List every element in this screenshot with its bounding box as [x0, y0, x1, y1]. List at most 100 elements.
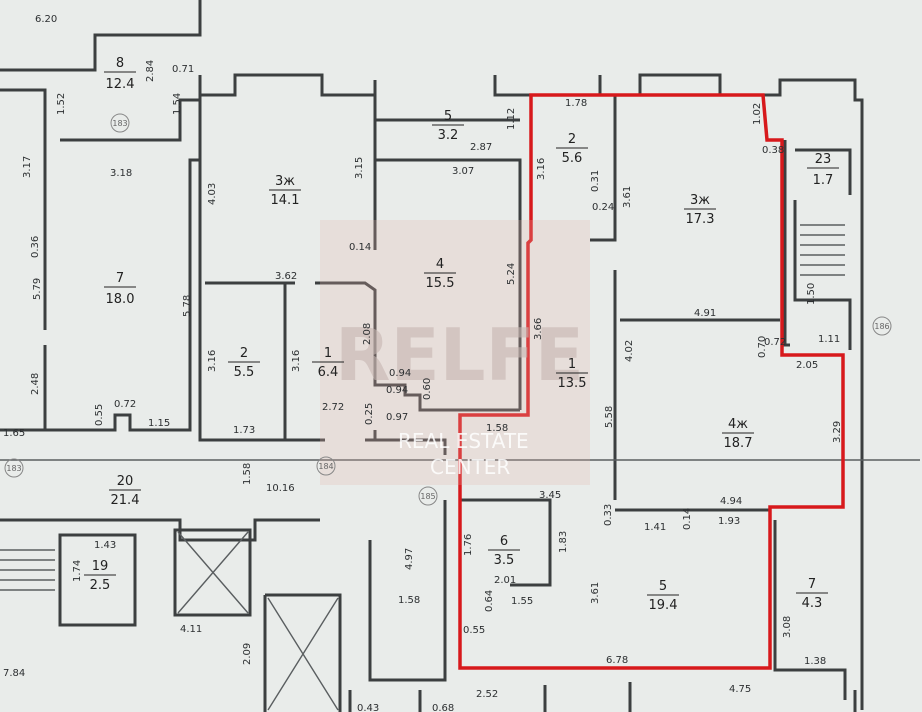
room-label: 25.6	[556, 132, 588, 166]
svg-text:1.58: 1.58	[486, 423, 508, 434]
watermark-logo: RELFE	[335, 313, 584, 397]
watermark-line1: REAL ESTATE	[398, 429, 529, 453]
svg-text:0.97: 0.97	[386, 412, 408, 423]
svg-text:5.79: 5.79	[32, 278, 43, 300]
room-label: 25.5	[228, 346, 260, 380]
svg-text:0.14: 0.14	[682, 508, 693, 530]
svg-text:12.4: 12.4	[106, 77, 135, 92]
svg-text:5: 5	[659, 579, 667, 594]
svg-text:2.84: 2.84	[145, 60, 156, 82]
svg-text:7: 7	[116, 271, 124, 286]
svg-text:5.24: 5.24	[506, 263, 517, 285]
svg-text:4.75: 4.75	[729, 684, 751, 695]
svg-text:0.60: 0.60	[422, 378, 433, 400]
room-label: 415.5	[424, 257, 456, 291]
svg-text:6.20: 6.20	[35, 14, 57, 25]
svg-text:13.5: 13.5	[558, 376, 587, 391]
axis-marker: 183	[110, 113, 130, 133]
svg-text:1.43: 1.43	[94, 540, 116, 551]
svg-text:1.38: 1.38	[804, 656, 826, 667]
svg-text:5.5: 5.5	[234, 365, 255, 380]
svg-text:1.93: 1.93	[718, 516, 740, 527]
svg-text:5.78: 5.78	[182, 295, 193, 317]
svg-text:1: 1	[568, 357, 576, 372]
svg-text:3.5: 3.5	[494, 553, 515, 568]
svg-text:3.61: 3.61	[622, 186, 633, 208]
svg-text:4.94: 4.94	[720, 496, 742, 507]
svg-text:18.0: 18.0	[106, 292, 135, 307]
svg-text:3.61: 3.61	[590, 582, 601, 604]
dimension-labels: 6.20 2.84 0.71 1.52 1.54 3.17 0.36 5.79 …	[3, 14, 843, 712]
svg-text:0.55: 0.55	[94, 404, 105, 426]
axis-markers: 183 183 184 185 186	[4, 113, 892, 506]
svg-text:6.78: 6.78	[606, 655, 628, 666]
svg-text:0.68: 0.68	[432, 703, 454, 712]
svg-text:3.66: 3.66	[533, 318, 544, 340]
apartment-highlight-outline	[458, 93, 845, 670]
room-label: 74.3	[796, 577, 828, 611]
svg-text:0.14: 0.14	[349, 242, 371, 253]
svg-text:1.76: 1.76	[463, 534, 474, 556]
svg-text:2.5: 2.5	[90, 578, 111, 593]
axis-marker: 184	[316, 456, 336, 476]
svg-text:1.11: 1.11	[818, 334, 840, 345]
svg-text:186: 186	[874, 322, 889, 331]
svg-text:5.6: 5.6	[562, 151, 583, 166]
svg-text:3ж: 3ж	[690, 193, 710, 208]
svg-text:4.97: 4.97	[404, 548, 415, 570]
room-label: 16.4	[312, 346, 344, 380]
watermark-line2: CENTER	[430, 455, 510, 479]
svg-text:4.02: 4.02	[624, 340, 635, 362]
axis-marker: 185	[418, 486, 438, 506]
svg-text:21.4: 21.4	[111, 493, 140, 508]
svg-text:2.01: 2.01	[494, 575, 516, 586]
svg-text:0.94: 0.94	[386, 385, 408, 396]
room-label: 519.4	[647, 579, 679, 613]
svg-text:15.5: 15.5	[426, 276, 455, 291]
svg-text:0.38: 0.38	[762, 145, 784, 156]
svg-text:3.15: 3.15	[354, 157, 365, 179]
svg-text:185: 185	[420, 492, 435, 501]
svg-text:10.16: 10.16	[266, 483, 295, 494]
svg-text:3.16: 3.16	[207, 350, 218, 372]
svg-text:1.74: 1.74	[72, 560, 83, 582]
svg-text:1.41: 1.41	[644, 522, 666, 533]
svg-text:0.64: 0.64	[484, 590, 495, 612]
svg-text:2.87: 2.87	[470, 142, 492, 153]
svg-text:3.08: 3.08	[782, 616, 793, 638]
svg-text:1.02: 1.02	[752, 103, 763, 125]
svg-text:2: 2	[568, 132, 576, 147]
axis-marker: 186	[872, 316, 892, 336]
room-label: 192.5	[84, 559, 116, 593]
svg-text:3ж: 3ж	[275, 174, 295, 189]
svg-text:0.31: 0.31	[590, 170, 601, 192]
svg-text:0.36: 0.36	[30, 236, 41, 258]
svg-text:4.03: 4.03	[207, 183, 218, 205]
svg-text:3.2: 3.2	[438, 128, 459, 143]
svg-text:1: 1	[324, 346, 332, 361]
svg-text:1.65: 1.65	[3, 428, 25, 439]
svg-text:183: 183	[6, 464, 21, 473]
svg-text:1.15: 1.15	[148, 418, 170, 429]
svg-text:1.50: 1.50	[806, 283, 817, 305]
svg-text:0.71: 0.71	[172, 64, 194, 75]
svg-text:3.45: 3.45	[539, 490, 561, 501]
svg-text:1.55: 1.55	[511, 596, 533, 607]
svg-text:4.91: 4.91	[694, 308, 716, 319]
svg-text:4.11: 4.11	[180, 624, 202, 635]
svg-text:4: 4	[436, 257, 444, 272]
svg-text:23: 23	[815, 152, 832, 167]
svg-text:0.33: 0.33	[603, 504, 614, 526]
svg-text:19.4: 19.4	[649, 598, 678, 613]
svg-text:3.62: 3.62	[275, 271, 297, 282]
svg-text:4ж: 4ж	[728, 417, 748, 432]
svg-text:184: 184	[318, 462, 333, 471]
svg-text:1.7: 1.7	[813, 173, 834, 188]
svg-text:5: 5	[444, 109, 452, 124]
svg-text:183: 183	[112, 119, 127, 128]
svg-text:6.4: 6.4	[318, 365, 339, 380]
